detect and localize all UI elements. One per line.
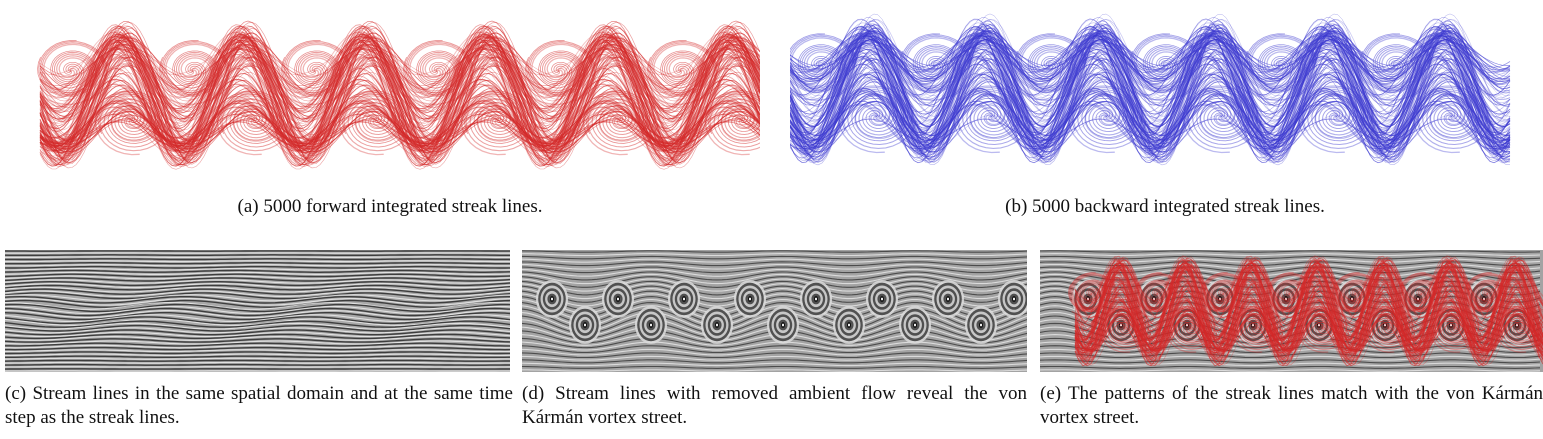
- vortex: [898, 306, 932, 344]
- vortex: [964, 306, 998, 344]
- stream-line-group: [5, 250, 510, 372]
- caption-c: (c) Stream lines in the same spatial dom…: [5, 383, 513, 428]
- streak-line-group: [39, 20, 760, 170]
- vortex-curl-group: [790, 33, 1492, 154]
- forward-streak-lines-image: [37, 20, 760, 170]
- vortex: [733, 280, 767, 318]
- vortex: [700, 306, 734, 344]
- vortex-group: [535, 280, 1027, 344]
- vortex: [601, 280, 635, 318]
- vortex: [832, 306, 866, 344]
- vortex-street-overlay-image: [1040, 250, 1543, 372]
- streak-line-group: [790, 13, 1511, 166]
- caption-d: (d) Stream lines with removed ambient fl…: [522, 383, 1027, 428]
- vortex: [766, 306, 800, 344]
- panel-a-forward-streak-lines: [20, 8, 760, 183]
- vortex: [568, 306, 602, 344]
- caption-b: (b) 5000 backward integrated streak line…: [1005, 196, 1325, 217]
- vortex-curl-group: [37, 40, 760, 156]
- streak-line-group: [1074, 255, 1543, 367]
- panel-c-stream-lines: [5, 250, 510, 372]
- vortex-street-image: [522, 250, 1027, 372]
- backward-streak-lines-image: [790, 13, 1511, 166]
- vortex: [931, 280, 965, 318]
- vortex: [997, 280, 1027, 318]
- caption-e: (e) The patterns of the streak lines mat…: [1040, 383, 1543, 428]
- vortex: [634, 306, 668, 344]
- vortex: [667, 280, 701, 318]
- panel-d-vortex-street: [522, 250, 1027, 372]
- caption-a: (a) 5000 forward integrated streak lines…: [237, 196, 543, 217]
- vortex: [865, 280, 899, 318]
- vortex: [799, 280, 833, 318]
- vortex-curl-group: [1068, 272, 1543, 353]
- panel-e-vortex-street-overlay: [1040, 250, 1543, 372]
- stream-lines-image: [5, 250, 510, 372]
- panel-b-backward-streak-lines: [790, 0, 1520, 182]
- vortex: [535, 280, 569, 318]
